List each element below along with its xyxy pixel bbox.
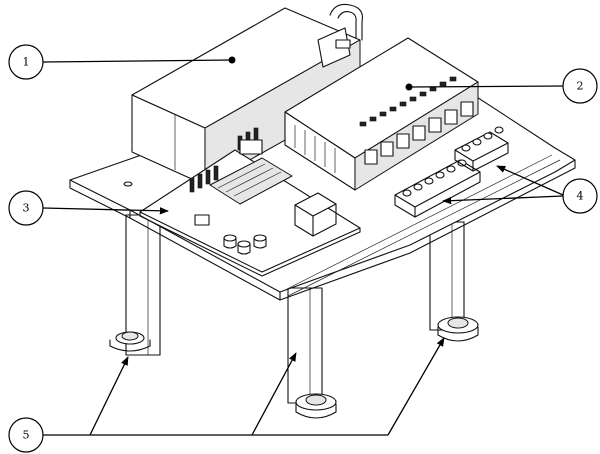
leg-back-left xyxy=(109,214,161,356)
callouts: 1 2 3 4 5 xyxy=(8,44,598,453)
callout-2-dot xyxy=(405,83,413,91)
controller-module xyxy=(284,37,479,191)
circuit-board xyxy=(139,127,361,277)
callout-4-circle xyxy=(562,178,598,214)
callout-5-label: 5 xyxy=(23,429,30,442)
callout-2-circle xyxy=(562,68,598,104)
capacitors xyxy=(223,234,267,255)
callout-3: 3 xyxy=(8,190,169,226)
leg-back-right xyxy=(429,221,479,342)
leg-front-middle xyxy=(287,287,337,419)
power-supply-module xyxy=(131,3,364,186)
callout-3-circle xyxy=(8,190,44,226)
callout-5: 5 xyxy=(8,337,445,453)
callout-1-dot xyxy=(228,56,236,64)
callout-4-label: 4 xyxy=(577,190,584,203)
callout-1-label: 1 xyxy=(23,56,30,69)
callout-3-label: 3 xyxy=(23,202,30,215)
front-terminals xyxy=(364,101,474,165)
callout-2: 2 xyxy=(405,68,598,104)
terminal-blocks xyxy=(394,126,509,218)
callout-1: 1 xyxy=(8,44,236,80)
support-legs xyxy=(109,214,479,419)
terminal-strip xyxy=(359,76,457,127)
callout-2-label: 2 xyxy=(577,80,584,93)
callout-4: 4 xyxy=(442,165,598,214)
callout-1-circle xyxy=(8,44,44,80)
callout-5-circle xyxy=(8,417,44,453)
